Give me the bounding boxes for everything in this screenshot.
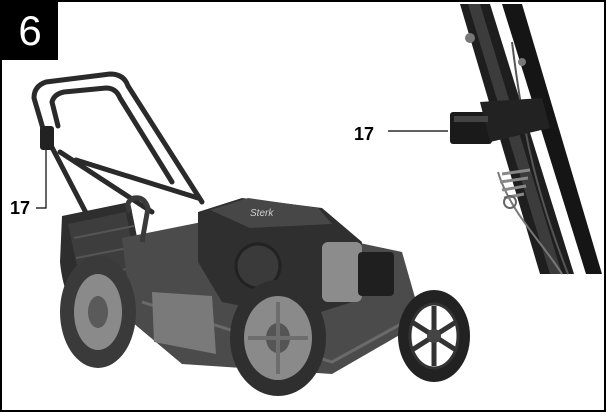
wheel-rear-left — [60, 256, 136, 368]
handle-lever — [40, 126, 54, 150]
figure-number-badge: 6 — [2, 2, 58, 60]
brand-mark: Sterk — [250, 208, 274, 219]
callout-label-17-left: 17 — [10, 198, 31, 218]
wheel-rear-right — [230, 280, 326, 396]
lever-part-17 — [450, 98, 550, 144]
callout-label-17-right: 17 — [354, 124, 375, 144]
handle-closeup-inset — [450, 4, 602, 275]
mower-main: Sterk — [31, 71, 470, 396]
wheel-front-right — [398, 290, 470, 382]
mower-handle — [31, 71, 205, 285]
callout-leader-left — [36, 140, 47, 209]
height-adjust-lever — [125, 195, 151, 243]
mower-engine — [198, 198, 394, 318]
